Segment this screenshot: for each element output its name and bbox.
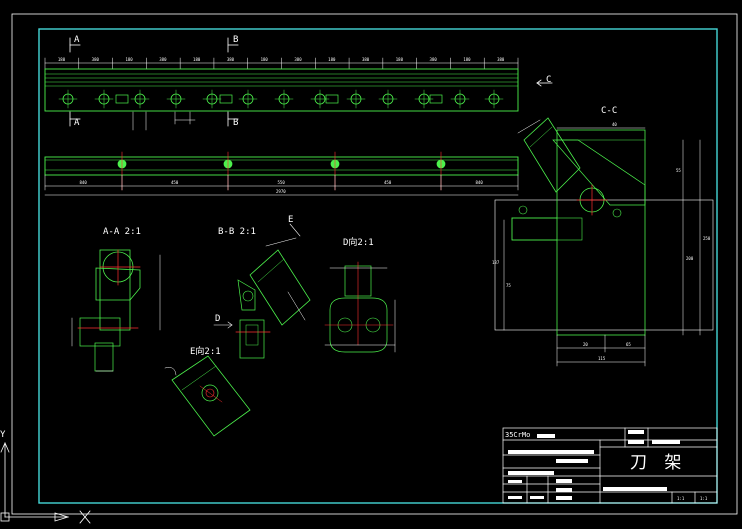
ucs-y-label: Y	[0, 430, 6, 440]
view-e	[164, 355, 251, 437]
title-block-material: 35CrMo	[505, 431, 530, 439]
ucs-icon	[0, 442, 91, 524]
cc-dim-left2: 75	[506, 283, 511, 288]
view-label-d: D向2:1	[343, 236, 374, 248]
top-dim-text: 380	[362, 57, 370, 62]
section-mark-a-top: A	[74, 35, 80, 45]
view-d	[324, 261, 396, 353]
slot	[325, 94, 339, 104]
top-dim-text: 380	[497, 57, 505, 62]
top-dim-text: 380	[159, 57, 167, 62]
inner-frame	[38, 28, 718, 504]
top-dim-text: 380	[294, 57, 302, 62]
rail-dim-text: 450	[384, 180, 392, 185]
slot	[429, 94, 443, 104]
top-dim-text: 180	[125, 57, 133, 62]
arrow-label-e: E	[288, 215, 293, 225]
rail-dim-text: 550	[278, 180, 286, 185]
slot	[219, 94, 233, 104]
view-label-bb: B-B 2:1	[218, 227, 256, 237]
cc-dim-height: 250	[703, 236, 711, 241]
section-mark-a-bottom: A	[74, 118, 80, 128]
rail-front-view: 840 450 550 450 840	[44, 151, 519, 196]
cc-dim-bottom1: 20	[583, 342, 588, 347]
cc-dim-left1: 137	[492, 260, 500, 265]
arrow-label-d: D	[215, 314, 220, 324]
section-aa-view	[71, 249, 161, 372]
top-dim-text: 380	[430, 57, 438, 62]
top-dim-text: 180	[193, 57, 201, 62]
outer-frame	[11, 13, 738, 515]
title-block-part-name: 刀 架	[630, 453, 687, 473]
title-block-scale-a: 1:1	[677, 496, 685, 501]
view-label-aa: A-A 2:1	[103, 227, 141, 237]
cc-dim-h2: 200	[686, 256, 694, 261]
section-bb-view	[213, 223, 311, 359]
title-block-fills	[508, 430, 680, 500]
section-mark-c: C	[546, 75, 551, 85]
top-dim-text: 180	[328, 57, 336, 62]
top-bar-view: 180 380 180 380 180 380 180 380 180 380 180 380 180 3…	[44, 57, 519, 131]
cc-dim-bottom3: 115	[598, 356, 606, 361]
title-block	[502, 427, 718, 504]
view-label-e: E向2:1	[190, 345, 221, 357]
top-dim-text: 180	[58, 57, 66, 62]
cc-dim-right1: 55	[676, 168, 681, 173]
rail-dim-text: 450	[171, 180, 179, 185]
top-dim-text: 180	[261, 57, 269, 62]
top-dim-text: 380	[227, 57, 235, 62]
top-dim-text: 180	[463, 57, 471, 62]
section-mark-b-bottom: B	[233, 118, 238, 128]
view-label-cc: C-C	[601, 106, 617, 116]
top-dim-text: 380	[92, 57, 100, 62]
section-cc-view	[494, 117, 714, 367]
cc-dim-top: 40	[612, 122, 617, 127]
title-block-scale-b: 1:1	[700, 496, 708, 501]
rail-total-dim: 2970	[276, 189, 286, 194]
cc-dim-bottom2: 65	[626, 342, 631, 347]
section-mark-b-top: B	[233, 35, 238, 45]
rail-dim-text: 840	[476, 180, 484, 185]
labels: A A B B C C-C A-A 2:1 B-B 2:1 D向2:1 E向2:…	[0, 35, 711, 501]
top-dim-text: 180	[396, 57, 404, 62]
section-markers	[69, 37, 553, 127]
rail-dim-text: 840	[80, 180, 88, 185]
slot	[115, 94, 129, 104]
